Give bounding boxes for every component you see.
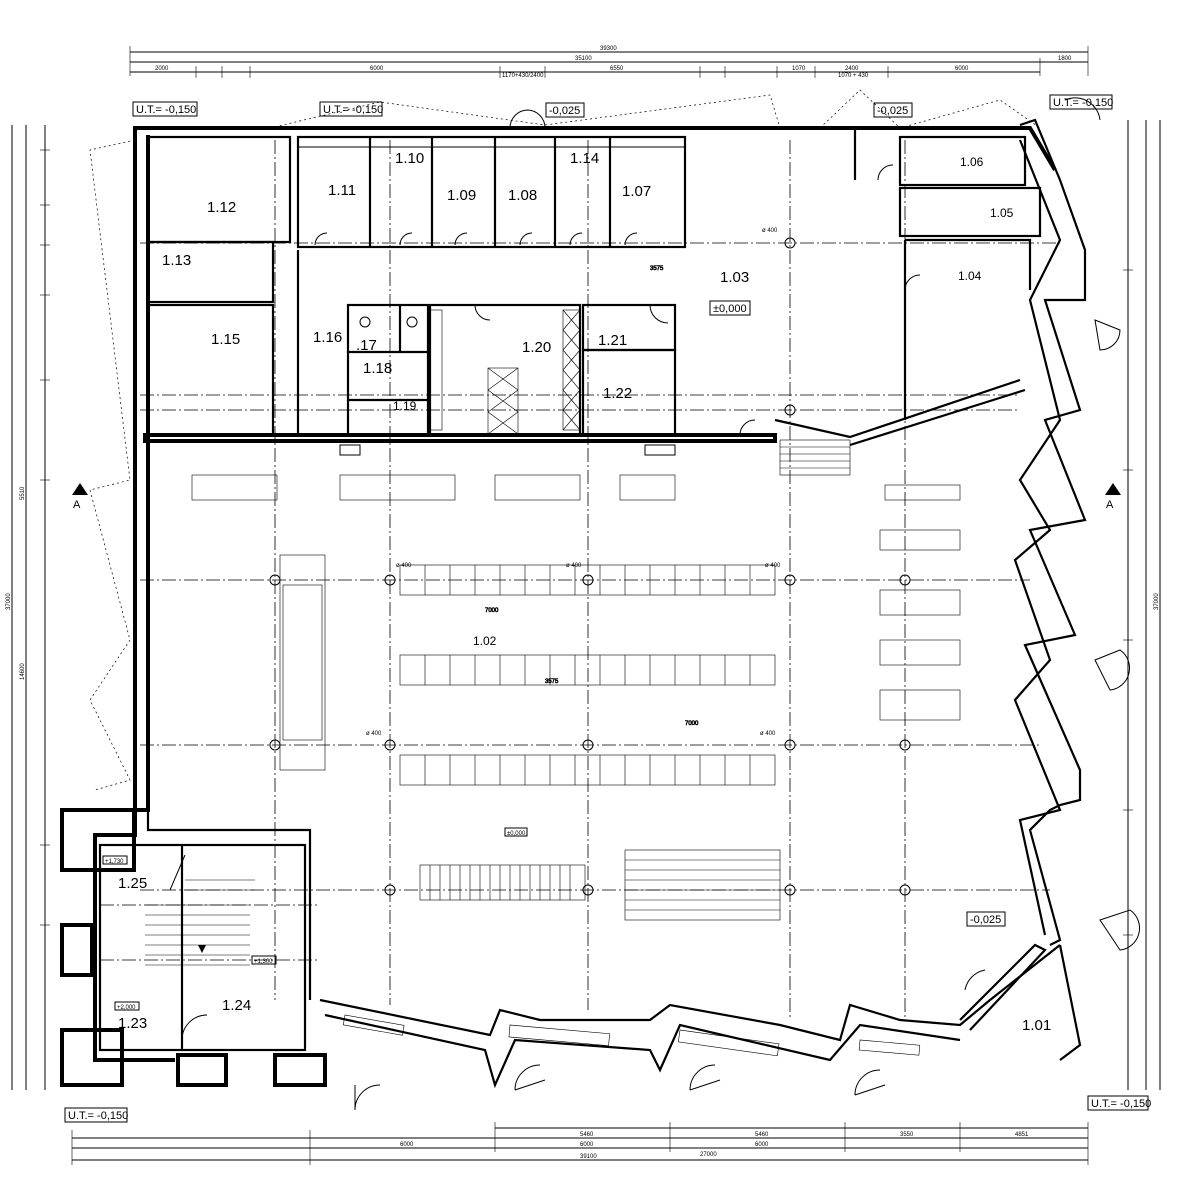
level-tag-stair: +1,730: [105, 859, 124, 865]
dim-bottom-4: 6000: [755, 1142, 769, 1148]
window-bays: [342, 1014, 921, 1057]
vestibule-101: [959, 943, 1047, 1031]
room-label-1-20: 1.20: [522, 339, 551, 356]
section-mark-left: A: [73, 499, 81, 511]
dim-bottom-3: 6000: [580, 1142, 594, 1148]
top-room-partitions: [146, 128, 1042, 420]
level-tags: U.T.= -0,150 U.T.= -0,150 -0,025 -0,025 …: [64, 94, 1151, 1123]
hall-dim-1: 7000: [485, 608, 499, 614]
dim-top-right: 1800: [1058, 56, 1072, 62]
column-label: ø 400: [396, 563, 412, 569]
room-label-1-04: 1.04: [958, 269, 982, 283]
column-label: ø 400: [366, 731, 382, 737]
dim-top-3: 1170+430/2400: [502, 73, 544, 79]
room-label-1-02: 1.02: [473, 634, 497, 648]
level-tag-ut: U.T.= -0,150: [323, 104, 383, 116]
room-label-1-11: 1.11: [328, 182, 356, 199]
column-label: ø 400: [760, 731, 776, 737]
room-label-1-22: 1.22: [603, 385, 632, 402]
room-label-1-12: 1.12: [207, 199, 236, 216]
dim-top-8: 6000: [955, 66, 969, 72]
dim-top-sub: 35100: [575, 56, 592, 62]
room-labels: 1.01 1.02 1.03 1.04 1.05 1.06 1.07 1.08 …: [118, 150, 1051, 1034]
columns: ø 400 ø 400 ø 400 ø 400 ø 400 ø 400: [269, 228, 911, 896]
dim-top-7: 1070 + 430: [838, 73, 869, 79]
level-tag-ut: U.T.= -0,150: [68, 1110, 128, 1122]
room-label-1-10: 1.10: [395, 150, 424, 167]
middle-room-partitions: [143, 250, 1026, 476]
dim-bottom-6: 5460: [580, 1132, 594, 1138]
dim-bottom-8: 3550: [900, 1132, 914, 1138]
level-tag-ut: U.T.= -0,150: [136, 104, 196, 116]
exterior-walls: [133, 118, 1087, 1089]
dim-bottom-5: 4851: [1015, 1132, 1029, 1138]
column-label: ø 400: [566, 563, 582, 569]
dim-left-2: 14600: [20, 663, 26, 680]
room-label-1-23: 1.23: [118, 1015, 147, 1032]
column-label: ø 400: [765, 563, 781, 569]
hall-dim-4: 3575: [650, 266, 664, 272]
room-label-1-06: 1.06: [960, 155, 984, 169]
column-label: ø 400: [762, 228, 778, 234]
level-tag: -0,025: [877, 105, 908, 117]
hall-dim-2: 7000: [685, 721, 699, 727]
dim-bottom-total: 39100: [580, 1154, 597, 1160]
level-tag-floor: ±0,000: [507, 831, 526, 837]
room-label-1-13: 1.13: [162, 252, 191, 269]
room-label-1-18: 1.18: [363, 360, 392, 377]
dim-top-6: 2400: [845, 66, 859, 72]
level-tag: -0,025: [549, 105, 580, 117]
entrance-doors: [354, 97, 1140, 1111]
room-label-1-17: .17: [356, 337, 377, 354]
dim-bottom-7: 5460: [755, 1132, 769, 1138]
structural-grid: [100, 140, 1060, 1020]
bottom-dimension-lines: 39100 6000 27000 6000 6000 4851 5460 546…: [71, 1122, 1089, 1165]
level-tag-floor: ±0,000: [713, 303, 747, 315]
dim-top-4: 6550: [610, 66, 624, 72]
hall-dim-3: 3575: [545, 679, 559, 685]
room-label-1-16: 1.16: [313, 329, 342, 346]
dim-left-total: 37000: [6, 593, 12, 610]
dim-top-2: 6000: [370, 66, 384, 72]
room-label-1-15: 1.15: [211, 331, 240, 348]
section-mark-right: A: [1106, 499, 1114, 511]
level-tag-stair: +1,300: [254, 959, 273, 965]
room-label-1-08: 1.08: [508, 187, 537, 204]
room-label-1-24: 1.24: [222, 997, 251, 1014]
room-label-1-14: 1.14: [570, 150, 599, 167]
side-dimension-lines: 37000 5510 14600 37000: [6, 120, 1161, 1090]
room-label-1-21: 1.21: [598, 332, 627, 349]
level-tag-stair: +2,000: [117, 1005, 136, 1011]
level-tag: -0,025: [970, 914, 1001, 926]
room-label-1-05: 1.05: [990, 206, 1014, 220]
room-label-1-19: 1.19: [393, 399, 417, 413]
hall-fixtures: 7000 7000 3575 3575: [191, 266, 961, 921]
dim-bottom-2: 27000: [700, 1152, 717, 1158]
dim-top-1: 2000: [155, 66, 169, 72]
dim-bottom-1: 6000: [400, 1142, 414, 1148]
dim-left-1: 5510: [20, 486, 26, 500]
top-dimension-lines: 39300 35100 1800 2000 6000 1170+430/2400…: [129, 46, 1089, 79]
room-label-1-07: 1.07: [622, 183, 651, 200]
level-tag-ut: U.T.= -0,150: [1053, 97, 1113, 109]
room-label-1-01: 1.01: [1022, 1017, 1051, 1034]
room-label-1-09: 1.09: [447, 187, 476, 204]
dim-right-total: 37000: [1154, 593, 1160, 610]
level-tag-ut: U.T.= -0,150: [1091, 1098, 1151, 1110]
stair-core: [60, 808, 327, 1087]
room-label-1-03: 1.03: [720, 269, 749, 286]
room-label-1-25: 1.25: [118, 875, 147, 892]
dim-top-5: 1070: [792, 66, 806, 72]
dim-top-total: 39300: [600, 46, 617, 52]
section-marks: A A: [72, 483, 1121, 511]
